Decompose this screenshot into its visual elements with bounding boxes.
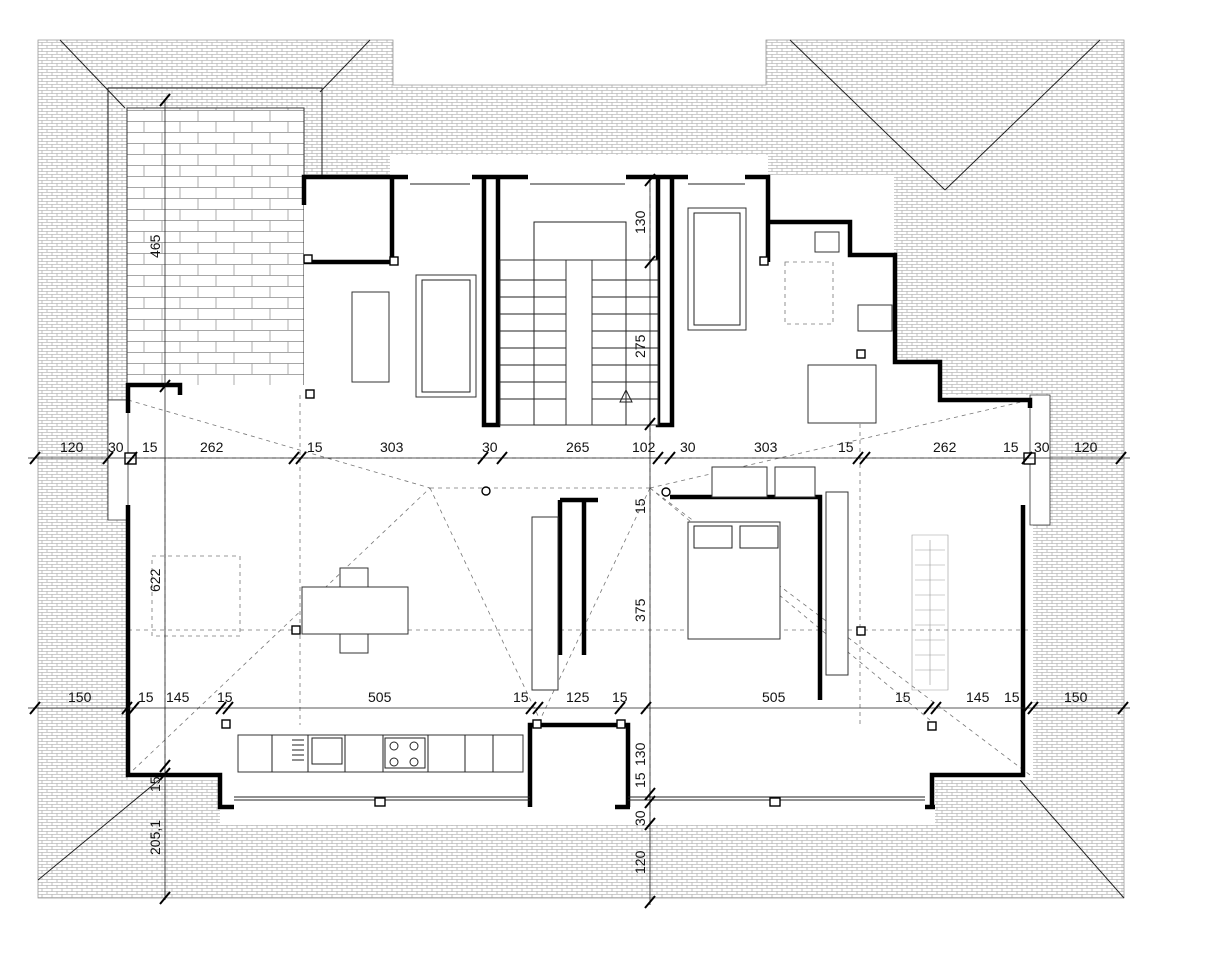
dim-upper-11: 303 [754,439,778,455]
dim-bl-b: 205,1 [147,820,163,855]
dim-upper-2: 30 [108,439,124,455]
dim-lower-13: 150 [1064,689,1088,705]
dim-center: 375 [632,598,648,622]
dim-br-d: 120 [632,850,648,874]
furniture [151,207,949,773]
dim-upper-4: 262 [200,439,224,455]
dim-upper-8: 265 [566,439,590,455]
dim-living-depth: 622 [147,568,163,592]
dim-upper-13: 262 [933,439,957,455]
dim-upper-15: 30 [1034,439,1050,455]
dim-stair: 275 [632,334,648,358]
dim-upper-7: 30 [482,439,498,455]
dim-upper-12: 15 [838,439,854,455]
dim-lower-2: 15 [138,689,154,705]
dim-row-lower: 150 15 145 15 505 15 125 15 505 15 145 1… [68,689,1088,705]
dim-lower-3: 145 [166,689,190,705]
dim-upper-14: 15 [1003,439,1019,455]
dim-upper-6: 303 [380,439,404,455]
dim-row-upper: 120 30 15 262 15 303 30 265 102 30 303 1… [60,439,1098,455]
dim-br-c: 30 [632,810,648,826]
dim-upper-9: 102 [632,439,656,455]
dim-upper-16: 120 [1074,439,1098,455]
dim-bl-a: 15 [147,776,163,792]
terrace [126,107,305,387]
dim-upper-1: 120 [60,439,84,455]
dim-lower-7: 125 [566,689,590,705]
dim-br-a: 15 [632,772,648,788]
walls [125,174,1033,810]
staircase [499,221,659,426]
dim-terrace-height: 465 [147,234,163,258]
dim-vertical: 465 130 275 622 15 375 15 130 30 120 15 … [147,210,648,874]
dimension-lines [28,93,1130,909]
dim-lower-4: 15 [217,689,233,705]
dim-upper-5: 15 [307,439,323,455]
dim-lower-10: 15 [895,689,911,705]
dim-lower-11: 145 [966,689,990,705]
dim-lower-12: 15 [1004,689,1020,705]
dim-upper-3: 15 [142,439,158,455]
dim-lower-6: 15 [513,689,529,705]
dim-center-small: 15 [632,498,648,514]
dim-lower-5: 505 [368,689,392,705]
interior-floor [107,155,1051,825]
dim-stair-top: 130 [632,210,648,234]
dim-lower-8: 15 [612,689,628,705]
dim-lower-1: 150 [68,689,92,705]
dim-upper-10: 30 [680,439,696,455]
dim-lower-9: 505 [762,689,786,705]
dim-br-b: 130 [632,742,648,766]
